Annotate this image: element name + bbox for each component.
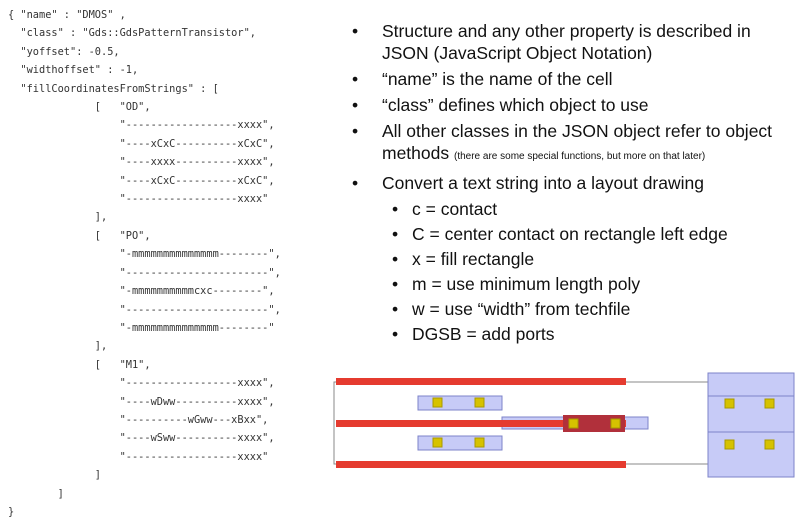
bullet-text: Structure and any other property is desc… bbox=[382, 21, 751, 63]
contact bbox=[724, 439, 735, 450]
sub-bullet-item: • C = center contact on rectangle left ed… bbox=[352, 223, 797, 245]
contact bbox=[474, 397, 485, 408]
sub-bullet-text: DGSB = add ports bbox=[412, 324, 555, 344]
sub-bullet-item: • m = use minimum length poly bbox=[352, 273, 797, 295]
bullet-dot: • bbox=[352, 121, 359, 141]
sub-bullet-item: • c = contact bbox=[352, 198, 797, 220]
sub-bullet-text: m = use minimum length poly bbox=[412, 274, 641, 294]
sub-bullet-item: • x = fill rectangle bbox=[352, 248, 797, 270]
contact bbox=[724, 398, 735, 409]
od-strip-bottom bbox=[417, 435, 503, 451]
bullet-dot: • bbox=[392, 299, 399, 319]
json-code-block: { "name" : "DMOS" , "class" : "Gds::GdsP… bbox=[8, 9, 281, 518]
bullet-item: • Structure and any other property is des… bbox=[352, 20, 797, 64]
bullet-dot: • bbox=[392, 249, 399, 269]
poly-line-top bbox=[336, 378, 626, 385]
bullet-dot: • bbox=[392, 274, 399, 294]
bullet-list: • Structure and any other property is des… bbox=[352, 20, 797, 348]
contact bbox=[474, 437, 485, 448]
contact bbox=[568, 418, 579, 429]
bullet-text: “class” defines which object to use bbox=[382, 95, 649, 115]
contact bbox=[432, 437, 443, 448]
transistor-layout-drawing bbox=[333, 372, 795, 478]
poly-line-bottom bbox=[336, 461, 626, 468]
contact bbox=[610, 418, 621, 429]
bullet-text: “name” is the name of the cell bbox=[382, 69, 613, 89]
bullet-item: • All other classes in the JSON object re… bbox=[352, 120, 797, 168]
bullet-dot: • bbox=[392, 224, 399, 244]
bullet-note: (there are some special functions, but m… bbox=[454, 151, 706, 162]
bullet-dot: • bbox=[352, 173, 359, 193]
bullet-dot: • bbox=[352, 69, 359, 89]
bullet-item: • “class” defines which object to use bbox=[352, 94, 797, 116]
bullet-dot: • bbox=[392, 324, 399, 344]
bullet-text: All other classes in the JSON object ref… bbox=[382, 121, 773, 163]
poly-line-middle bbox=[336, 420, 626, 427]
contact bbox=[432, 397, 443, 408]
bullet-item: • Convert a text string into a layout dra… bbox=[352, 172, 797, 194]
bullet-dot: • bbox=[392, 199, 399, 219]
od-region-right bbox=[707, 372, 795, 478]
sub-bullet-item: • DGSB = add ports bbox=[352, 323, 797, 345]
sub-bullet-text: C = center contact on rectangle left edg… bbox=[412, 224, 728, 244]
sub-bullet-item: • w = use “width” from techfile bbox=[352, 298, 797, 320]
sub-bullet-text: x = fill rectangle bbox=[412, 249, 535, 269]
bullet-text: Convert a text string into a layout draw… bbox=[382, 173, 704, 193]
bullet-item: • “name” is the name of the cell bbox=[352, 68, 797, 90]
bullet-dot: • bbox=[352, 95, 359, 115]
contact bbox=[764, 398, 775, 409]
contact bbox=[764, 439, 775, 450]
od-strip-top bbox=[417, 395, 503, 411]
bullet-dot: • bbox=[352, 21, 359, 41]
sub-bullet-text: w = use “width” from techfile bbox=[412, 299, 631, 319]
sub-bullet-text: c = contact bbox=[412, 199, 498, 219]
